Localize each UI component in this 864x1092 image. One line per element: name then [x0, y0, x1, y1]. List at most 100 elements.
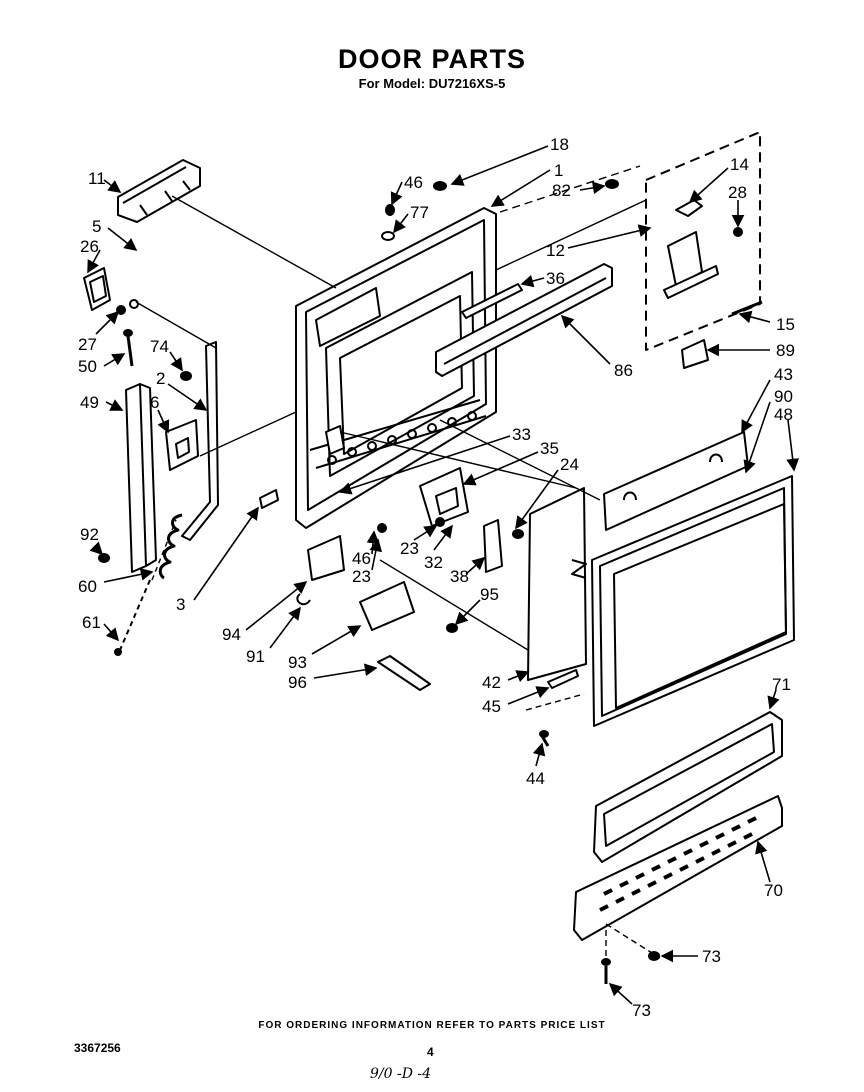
- leader-44: [532, 742, 546, 767]
- callout-93: 93: [288, 653, 307, 672]
- part-44-screw: [539, 730, 550, 747]
- leader-24: [515, 469, 559, 530]
- part-38-lever: [483, 519, 503, 573]
- callout-27: 27: [78, 335, 97, 354]
- leader-86: [560, 314, 611, 365]
- part-32-screw: [435, 517, 445, 527]
- leader-11: [103, 179, 122, 193]
- part-50-bolt: [123, 329, 134, 367]
- leader-74: [169, 351, 183, 372]
- callout-6: 6: [150, 393, 159, 412]
- callout-43: 43: [774, 365, 793, 384]
- part-60-spring: [158, 513, 183, 580]
- page-title: DOOR PARTS: [337, 44, 526, 74]
- part-96-strip: [377, 655, 431, 691]
- callout-73b: 73: [632, 1001, 651, 1020]
- part-28-screw: [733, 227, 743, 237]
- callout-23a: 23: [400, 539, 419, 558]
- callout-36: 36: [546, 269, 565, 288]
- leader-42: [507, 670, 530, 683]
- leader-33: [338, 435, 511, 495]
- leader-23a: [413, 525, 438, 541]
- part-23-screw: [377, 523, 387, 533]
- leader-15: [738, 310, 771, 324]
- part-45-bracket: [547, 669, 579, 689]
- callout-24: 24: [560, 455, 579, 474]
- part-33-latch: [325, 425, 469, 527]
- document-number: 3367256: [74, 1041, 121, 1055]
- part-61-hook: [119, 579, 151, 651]
- leader-71: [767, 689, 780, 710]
- model-subtitle: For Model: DU7216XS-5: [358, 76, 506, 91]
- leader-94: [245, 581, 308, 631]
- callout-86: 86: [614, 361, 633, 380]
- part-82-screw: [605, 179, 619, 189]
- part-73-screw: [601, 951, 660, 984]
- leader-48: [786, 419, 800, 472]
- leader-82: [579, 181, 606, 195]
- leader-46b: [366, 530, 380, 555]
- callout-44: 44: [526, 769, 545, 788]
- leader-14: [688, 167, 729, 204]
- leader-90: [743, 401, 771, 474]
- leader-6: [157, 409, 170, 434]
- callout-26: 26: [80, 237, 99, 256]
- part-15-pin: [731, 300, 763, 316]
- leader-95: [454, 599, 481, 626]
- callout-15: 15: [776, 315, 795, 334]
- part-89-roller: [681, 339, 709, 369]
- callout-71: 71: [772, 675, 791, 694]
- part-77-washer: [381, 231, 395, 241]
- part-86-rail: [435, 263, 613, 377]
- leader-2: [167, 383, 208, 411]
- leader-27: [95, 310, 120, 335]
- callout-1: 1: [554, 161, 563, 180]
- leader-1: [490, 169, 551, 207]
- part-48-outer-panel: [591, 475, 795, 727]
- leader-5: [107, 227, 138, 251]
- callout-46a: 46: [404, 173, 423, 192]
- part-93-bracket: [359, 581, 415, 631]
- page-number: 4: [427, 1045, 434, 1059]
- callout-45: 45: [482, 697, 501, 716]
- callout-38: 38: [450, 567, 469, 586]
- callout-89: 89: [776, 341, 795, 360]
- callout-11: 11: [88, 169, 106, 188]
- callout-12: 12: [546, 241, 565, 260]
- leader-73b: [608, 982, 633, 1005]
- leader-49: [105, 399, 124, 411]
- part-26-plate: [83, 267, 111, 311]
- part-6-bracket: [165, 419, 199, 471]
- part-70-kickplate: [573, 795, 783, 941]
- leader-12: [567, 224, 652, 249]
- part-46-screw: [385, 204, 395, 216]
- leader-23b: [369, 538, 383, 571]
- callout-73a: 73: [702, 947, 721, 966]
- part-49-channel: [125, 383, 157, 573]
- callout-49: 49: [80, 393, 99, 412]
- callout-50: 50: [78, 357, 97, 376]
- leader-45: [507, 686, 550, 705]
- callout-90: 90: [774, 387, 793, 406]
- callout-46b: 46: [352, 549, 371, 568]
- part-91-clip: [296, 593, 311, 606]
- callout-60: 60: [78, 577, 97, 596]
- leader-50: [103, 353, 126, 367]
- leader-43: [741, 379, 771, 434]
- callout-28: 28: [728, 183, 747, 202]
- callout-61: 61: [82, 613, 101, 632]
- leader-18: [450, 145, 549, 186]
- leader-92: [89, 541, 104, 556]
- callout-74: 74: [150, 337, 169, 356]
- part-3-strip: [259, 489, 279, 509]
- callout-5: 5: [92, 217, 101, 236]
- callout-48: 48: [774, 405, 793, 424]
- handwritten-note: 9/0 -D -4: [370, 1066, 432, 1082]
- leader-35: [462, 451, 539, 486]
- leader-93: [311, 625, 362, 655]
- part-92-screw: [98, 553, 110, 563]
- part-71-trim: [593, 711, 783, 863]
- callout-18: 18: [550, 135, 569, 154]
- callout-92: 92: [80, 525, 99, 544]
- leader-96: [313, 663, 378, 679]
